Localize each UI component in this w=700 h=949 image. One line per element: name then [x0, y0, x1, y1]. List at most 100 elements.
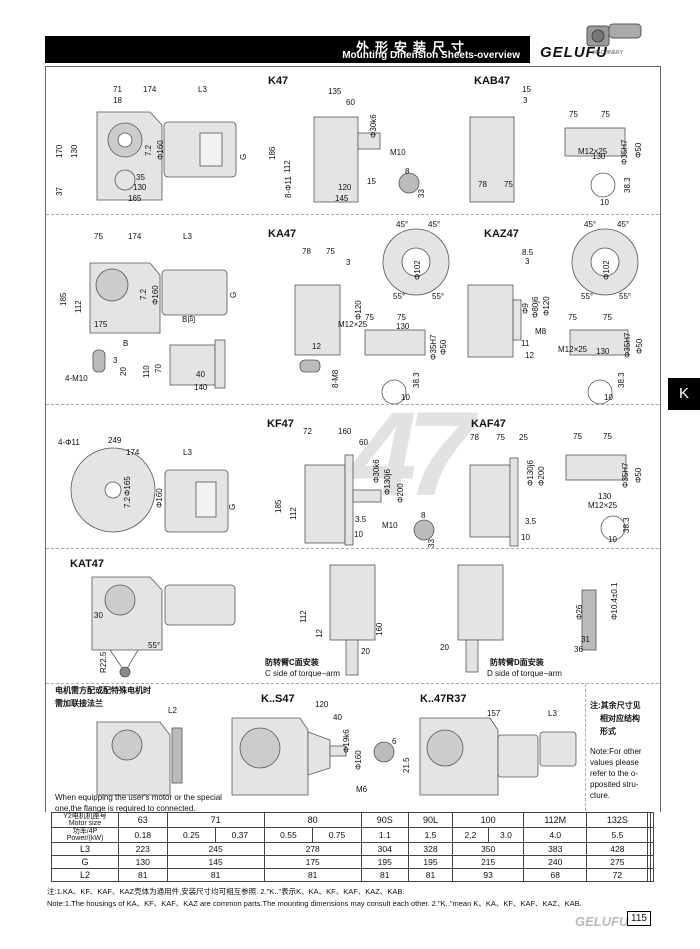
- dimension-label-kab47: 75: [601, 110, 610, 119]
- dimension-label-kf47: 3.5: [355, 515, 367, 524]
- dimension-label-kaz47: Φ50: [635, 338, 644, 354]
- motor-size-label-cn: Y2电机机座号: [63, 813, 107, 820]
- dimension-label-ks47: 6: [392, 737, 397, 746]
- table-cell: 1.5: [407, 827, 454, 843]
- panel-title-ks47: K..S47: [261, 693, 295, 705]
- table-cell: 223: [118, 842, 168, 856]
- dimension-label-k47: 145: [335, 194, 349, 203]
- dimension-label-kat47: 160: [375, 622, 384, 636]
- dimension-label-kaz47: Φ9: [521, 303, 530, 314]
- dimension-label-kf_side: Φ160: [155, 488, 164, 508]
- dimension-label-kab47: 75: [569, 110, 578, 119]
- panel-title-kat47: KAT47: [70, 558, 105, 570]
- kf47-front-view: [304, 454, 435, 546]
- footer-brand: GELUFU: [575, 914, 629, 929]
- dimension-label-ka_side: L3: [183, 232, 192, 241]
- table-cell: 4.0: [523, 827, 588, 843]
- dimension-label-kf_side: 7.2: [123, 496, 132, 508]
- side-note-en: cture.: [590, 791, 611, 800]
- k47-front-view: [313, 116, 420, 203]
- table-cell: 90L: [407, 812, 454, 828]
- dimension-label-kf_side: 174: [126, 448, 140, 457]
- dimension-label-kf47: 112: [289, 507, 298, 520]
- dimension-label-ka47: 12: [312, 342, 321, 351]
- table-cell: 215: [452, 855, 525, 869]
- table-cell-empty: [650, 868, 654, 882]
- row-divider: [46, 214, 659, 215]
- table-cell: 383: [523, 842, 588, 856]
- dimension-label-kf_side: 249: [108, 436, 122, 445]
- dimension-label-ka_side: 185: [59, 292, 68, 306]
- dimension-label-kaz47: 10: [604, 393, 613, 402]
- section-tab-k[interactable]: K: [668, 378, 700, 410]
- dimension-label-kat47: Φ26: [575, 604, 584, 620]
- table-cell: 0.75: [312, 827, 362, 843]
- header-title-en: Mounting Dinension Sheets-overview: [342, 50, 520, 61]
- table-cell: 0.37: [215, 827, 265, 843]
- dimension-label-kaz47: 75: [603, 313, 612, 322]
- dimension-label-kat47: Φ10.4±0.1: [610, 582, 619, 620]
- d-side-caption-cn: 防转臂D面安装: [490, 658, 544, 667]
- dimension-label-k47: 33: [417, 189, 426, 198]
- dimension-label-kf_side: L3: [183, 448, 192, 457]
- header-title-cn: 外形安装尺寸: [355, 40, 470, 55]
- dimension-label-kat47: 112: [299, 610, 308, 623]
- dimension-label-kaf47: M12×25: [588, 501, 618, 510]
- dimension-label-kaf47: Φ130j6: [526, 460, 535, 486]
- footnotes: 注:1.KA、KF、KAF、KAZ壳体为通用件,安装尺寸均可相互参照. 2."K…: [47, 886, 582, 910]
- table-cell: 278: [263, 842, 362, 856]
- dimension-label-kaz47: Φ102: [602, 260, 611, 280]
- dimension-label-kaf47: 10: [608, 535, 617, 544]
- dimension-label-ka47: 78: [302, 247, 311, 256]
- dimension-label-ka47: Φ120: [354, 300, 363, 320]
- dimension-label-k47: L3: [198, 85, 207, 94]
- table-cell: 328: [407, 842, 454, 856]
- dimension-label-kf47: 60: [359, 438, 368, 447]
- side-note-en: refer to the o-: [590, 769, 639, 778]
- dimension-label-kat47: 55°: [148, 641, 161, 650]
- dimension-label-ka47: 130: [396, 322, 410, 331]
- dimension-label-kaz47: 55°: [581, 292, 594, 301]
- dimension-label-k47: 8-Φ11: [284, 176, 293, 198]
- dimension-label-k47: 71: [113, 85, 122, 94]
- dimension-label-kaz47: Φ80j6: [531, 296, 540, 318]
- table-cell: 81: [166, 868, 265, 882]
- panel-title-k47: K47: [268, 75, 289, 87]
- dimension-label-ka_side: 3: [113, 356, 118, 365]
- k47-side-view: [96, 111, 237, 201]
- dimension-label-kaz47: M12×25: [558, 345, 588, 354]
- table-cell: 5.5: [586, 827, 649, 843]
- table-cell: 350: [452, 842, 525, 856]
- flange-view: [96, 721, 183, 796]
- dimension-label-kaz47: 45°: [584, 220, 597, 229]
- ks47-view: [231, 717, 395, 796]
- gearbox-logo-image: [586, 23, 642, 47]
- table-cell: 63: [118, 812, 168, 828]
- header-bar: 外形安装尺寸 Mounting Dinension Sheets-overvie…: [45, 36, 530, 63]
- drawing-frame: [45, 66, 661, 812]
- dimension-label-k47: 120: [338, 183, 352, 192]
- side-note-cn: 相对应结构: [600, 714, 640, 723]
- dimension-label-kab47: 3: [523, 96, 528, 105]
- dimension-label-kat47: 20: [440, 643, 449, 652]
- table-cell: 71: [166, 812, 265, 828]
- table-cell: 93: [452, 868, 525, 882]
- dimension-label-kf47: 33: [427, 539, 436, 548]
- dimension-label-kr37: L3: [548, 709, 557, 718]
- dimension-label-kf47: Φ200: [396, 483, 405, 503]
- dimension-label-kat47: 20: [361, 647, 370, 656]
- dimension-label-ka47: 3: [346, 258, 351, 267]
- dimension-label-ks47: 21.5: [402, 757, 411, 773]
- footnote-cn: 注:1.KA、KF、KAF、KAZ壳体为通用件,安装尺寸均可相互参照. 2."K…: [47, 887, 405, 896]
- dimension-label-kab47: 75: [504, 180, 513, 189]
- dimension-label-kat47: 36: [574, 645, 583, 654]
- dimension-label-ka47: 75: [397, 313, 406, 322]
- dimension-label-ka47: 8-M8: [331, 369, 340, 388]
- row-divider: [46, 683, 659, 684]
- kf-side-view: [70, 447, 229, 533]
- dimension-label-kab47: 78: [478, 180, 487, 189]
- side-note-en: pposited stru-: [590, 780, 639, 789]
- dimension-label-ka_side: 112: [74, 300, 83, 313]
